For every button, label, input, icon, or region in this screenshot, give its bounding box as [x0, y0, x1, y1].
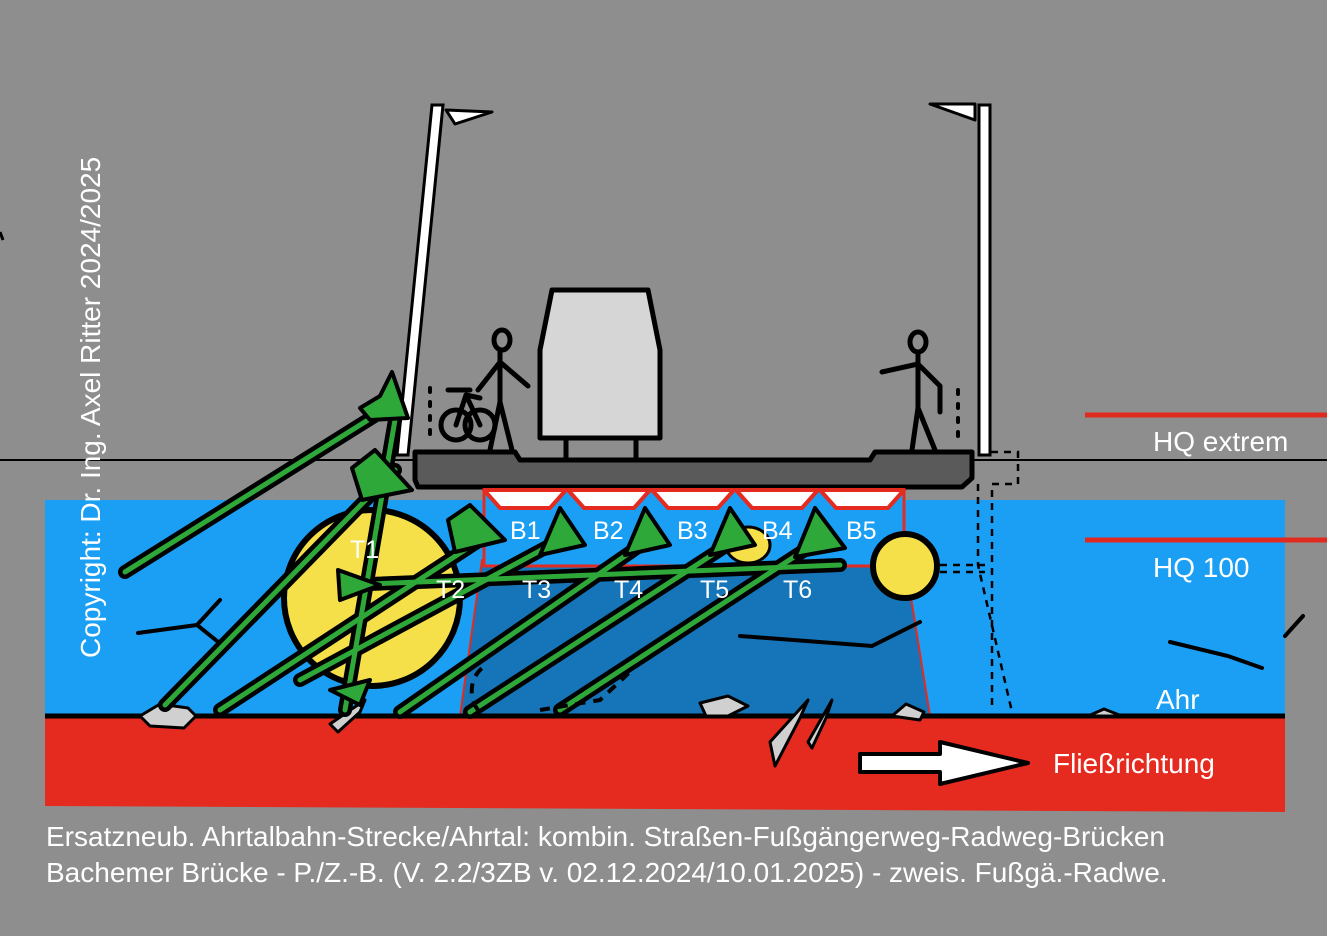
- caption-line-2: Bachemer Brücke - P./Z.-B. (V. 2.2/3ZB v…: [46, 857, 1168, 888]
- left-flag-pole: [395, 103, 494, 457]
- flow-direction-label: Fließrichtung: [1053, 748, 1215, 779]
- right-flag-pole: [928, 102, 992, 457]
- caption-line-1: Ersatzneub. Ahrtalbahn-Strecke/Ahrtal: k…: [46, 821, 1165, 852]
- drift-trees: [118, 370, 847, 719]
- river-name-label: Ahr: [1156, 684, 1200, 715]
- flow-arrow: [858, 740, 1030, 786]
- tree-label-t3: T3: [522, 576, 551, 604]
- bay-label-b3: B3: [677, 517, 708, 545]
- bay-label-b2: B2: [593, 517, 624, 545]
- debris-ball-right: [870, 531, 940, 601]
- bay-label-b1: B1: [510, 517, 541, 545]
- tree-label-t6: T6: [783, 576, 812, 604]
- tree-label-t5: T5: [700, 576, 729, 604]
- flood-debris-lines: [136, 598, 1305, 670]
- tree-label-t4: T4: [614, 576, 643, 604]
- pedestrian-figure: [879, 329, 960, 453]
- hq-100-label: HQ 100: [1153, 552, 1250, 583]
- copyright-text: Copyright: Dr. Ing. Axel Ritter 2024/202…: [75, 157, 106, 658]
- tree-label-t2: T2: [436, 576, 465, 604]
- tree-label-t1: T1: [350, 536, 379, 564]
- bay-label-b5: B5: [846, 517, 877, 545]
- riverbed: [45, 716, 1285, 812]
- edge-mark: [0, 231, 5, 241]
- train-car: [537, 287, 663, 458]
- hq-extrem-label: HQ extrem: [1153, 426, 1288, 457]
- bay-label-b4: B4: [762, 517, 793, 545]
- cyclist-figure: [428, 327, 531, 453]
- debris-outline: [469, 666, 634, 712]
- bridge-deck: [412, 449, 975, 490]
